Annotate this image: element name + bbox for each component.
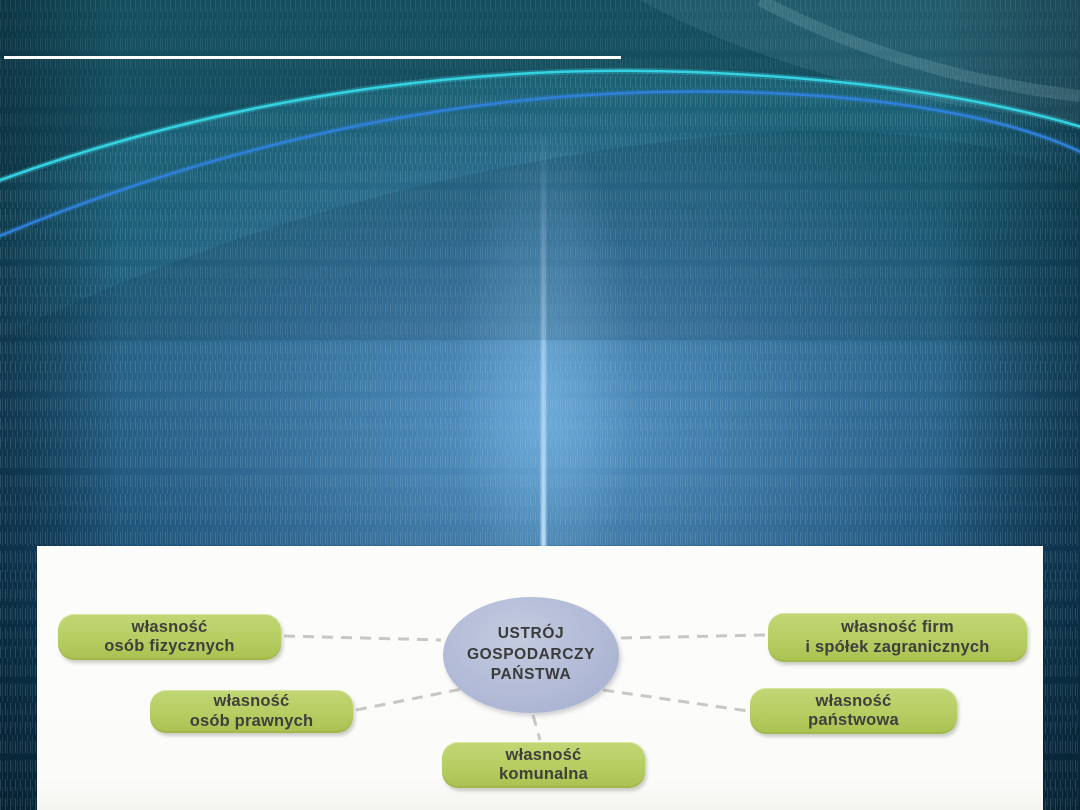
wave-blue-line	[0, 90, 1080, 238]
connector-firm-zagranicznych	[620, 633, 767, 640]
node-label: własność firm i spółek zagranicznych	[805, 618, 990, 656]
node-label: własność komunalna	[499, 745, 588, 783]
node-label: własność państwowa	[808, 691, 899, 729]
connector-prawnych	[355, 686, 468, 712]
node-wlasnosc-komunalna: własność komunalna	[442, 742, 645, 788]
node-wlasnosc-osob-fizycznych: własność osób fizycznych	[58, 614, 281, 660]
node-wlasnosc-panstwowa: własność państwowa	[750, 688, 957, 734]
wave-dark-lower-swoosh	[0, 131, 1080, 340]
diagram-connectors	[283, 633, 767, 741]
central-node-label: USTRÓJ GOSPODARCZY PAŃSTWA	[466, 625, 596, 684]
connector-fizycznych	[283, 634, 442, 642]
node-wlasnosc-osob-prawnych: własność osób prawnych	[150, 690, 353, 733]
title-underline	[4, 56, 621, 59]
connector-panstwowa	[602, 688, 749, 713]
node-label: własność osób prawnych	[189, 692, 314, 730]
node-wlasnosc-firm-i-spolek-zagranicznych: własność firm i spółek zagranicznych	[768, 613, 1027, 662]
wave-light-top-right	[640, 0, 1080, 122]
decorative-waves	[0, 0, 1080, 340]
connector-komunalna	[531, 714, 542, 741]
node-label: własność osób fizycznych	[104, 617, 235, 655]
wave-light-top-right-arc	[757, 0, 1080, 102]
wave-dark-top-band	[0, 0, 1080, 178]
central-node: USTRÓJ GOSPODARCZY PAŃSTWA	[443, 597, 619, 713]
diagram-panel: USTRÓJ GOSPODARCZY PAŃSTWA własność osób…	[37, 546, 1043, 810]
wave-cyan-line	[0, 69, 1080, 182]
